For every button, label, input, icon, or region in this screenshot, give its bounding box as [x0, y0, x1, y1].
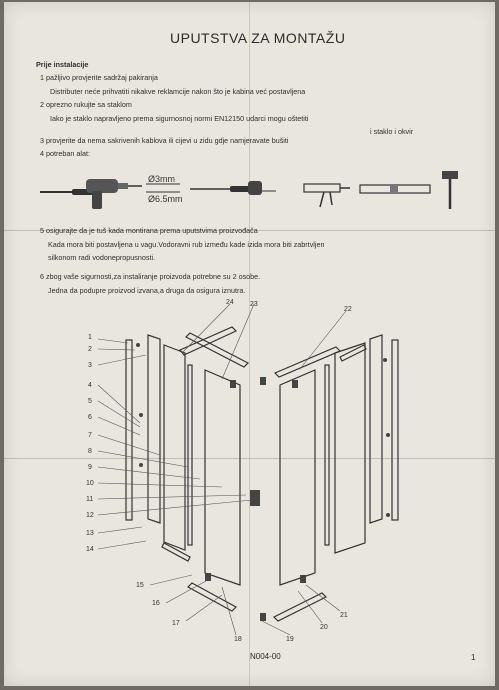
instruction-line: 3 provjerite da nema sakrivenih kablova … [40, 136, 289, 145]
part-number: 4 [88, 382, 92, 389]
part-number: 8 [88, 448, 92, 455]
part-number: 7 [88, 432, 92, 439]
instruction-line: 5 osigurajte da je tuš kada montirana pr… [40, 226, 258, 235]
screwdriver-icon [40, 189, 94, 195]
part-number: 13 [86, 530, 94, 537]
drill-icon [86, 179, 142, 209]
caulking-gun-icon [303, 183, 350, 208]
assembly-diagram: 1 2 3 4 5 6 7 8 9 10 11 12 13 14 15 16 1… [86, 299, 399, 643]
part-callouts: 1 2 3 4 5 6 7 8 9 10 11 12 13 14 15 16 1… [86, 299, 352, 643]
instruction-line: Iako je staklo napravljeno prema sigurno… [50, 114, 309, 123]
paper-fold [4, 230, 495, 231]
document-title: UPUTSTVA ZA MONTAŽU [170, 30, 346, 46]
part-number: 16 [152, 600, 160, 607]
part-number: 20 [320, 624, 328, 631]
instruction-sheet [4, 2, 495, 686]
instruction-line: 6 zbog vaše sigurnosti,za instaliranje p… [40, 272, 261, 281]
paper-fold [4, 458, 495, 459]
part-number: 1 [88, 334, 92, 341]
instruction-line: 2 oprezno rukujte sa staklom [40, 100, 132, 109]
tools-illustration [40, 171, 458, 209]
part-number: 11 [86, 496, 93, 503]
instruction-line: 4 potreban alat: [40, 149, 90, 158]
instruction-line: silkonom radi vodonepropusnosti. [48, 253, 156, 262]
part-number: 12 [86, 512, 94, 519]
part-number: 10 [86, 480, 94, 487]
part-number: 24 [226, 299, 234, 306]
screwdriver-icon [190, 186, 252, 192]
section-heading: Prije instalacije [36, 60, 89, 69]
document-code: N004-00 [250, 652, 281, 661]
drill-bit-size: Ø6.5mm [148, 194, 183, 204]
instruction-line: i staklo i okvir [370, 127, 414, 136]
instruction-line: Distributer neće prihvatiti nikakve rekl… [50, 87, 306, 96]
part-number: 17 [172, 620, 180, 627]
instruction-line: Kada mora biti postavljena u vagu.Vodora… [48, 240, 325, 249]
part-number: 15 [136, 582, 144, 589]
part-number: 22 [344, 306, 352, 313]
drill-bit-size: Ø3mm [148, 174, 175, 184]
page-number: 1 [471, 653, 476, 662]
part-number: 2 [88, 346, 92, 353]
part-number: 9 [88, 464, 92, 471]
instruction-line: Jedna da podupre proizvod izvana,a druga… [48, 286, 246, 295]
paper-fold [249, 2, 250, 686]
part-number: 14 [86, 546, 94, 553]
part-number: 5 [88, 398, 92, 405]
part-number: 6 [88, 414, 92, 421]
part-number: 19 [286, 636, 294, 643]
part-number: 23 [250, 301, 258, 308]
hammer-icon [442, 171, 458, 209]
part-number: 18 [234, 636, 242, 643]
part-number: 3 [88, 362, 92, 369]
instruction-line: 1 pažljivo provjerite sadržaj pakiranja [40, 73, 158, 82]
part-number: 21 [340, 612, 348, 619]
level-icon [359, 184, 431, 194]
tape-measure-icon [248, 181, 276, 195]
